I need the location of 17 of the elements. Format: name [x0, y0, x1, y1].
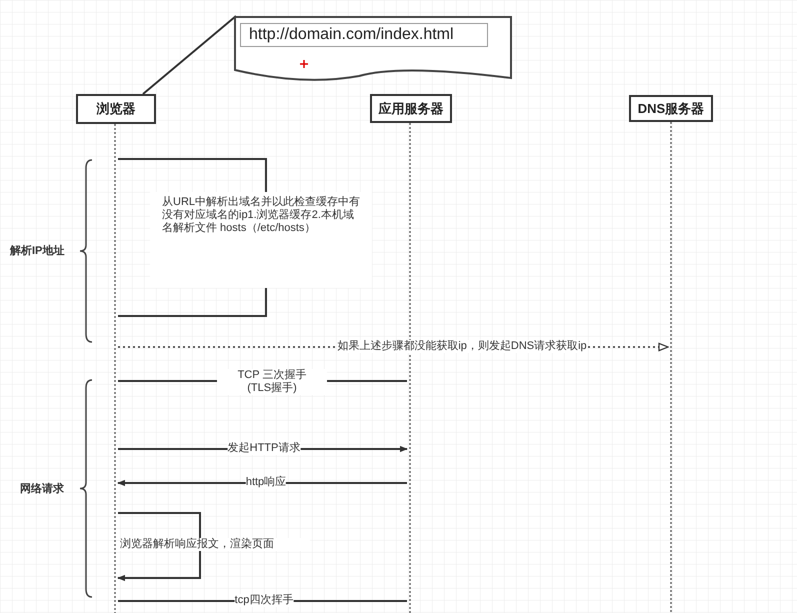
participant-box: 应用服务器 [370, 94, 452, 123]
url-field: http://domain.com/index.html [240, 23, 488, 47]
self-message-arrow [117, 512, 201, 582]
brace-label: 解析IP地址 [10, 244, 64, 258]
edge-label: http响应 [246, 476, 286, 489]
edge-label: 发起HTTP请求 [228, 442, 300, 455]
edge-label: tcp四次挥手 [234, 594, 294, 607]
edge-label: 从URL中解析出域名并以此检查缓存中有没有对应域名的ip1.浏览器缓存2.本机域名解析文件 hosts（/etc/hosts） [150, 192, 372, 288]
lifeline [112, 124, 118, 613]
brace-label: 网络请求 [20, 482, 64, 496]
lifeline [668, 122, 674, 613]
edge-label: 浏览器解析响应报文，渲染页面 [120, 538, 310, 551]
participant-box: 浏览器 [76, 94, 156, 124]
participant-box: DNS服务器 [629, 95, 713, 122]
edge-label: 如果上述步骤都没能获取ip，则发起DNS请求获取ip [337, 340, 587, 353]
edge-label: TCP 三次握手 (TLS握手) [217, 369, 327, 395]
connector-line [142, 15, 237, 95]
